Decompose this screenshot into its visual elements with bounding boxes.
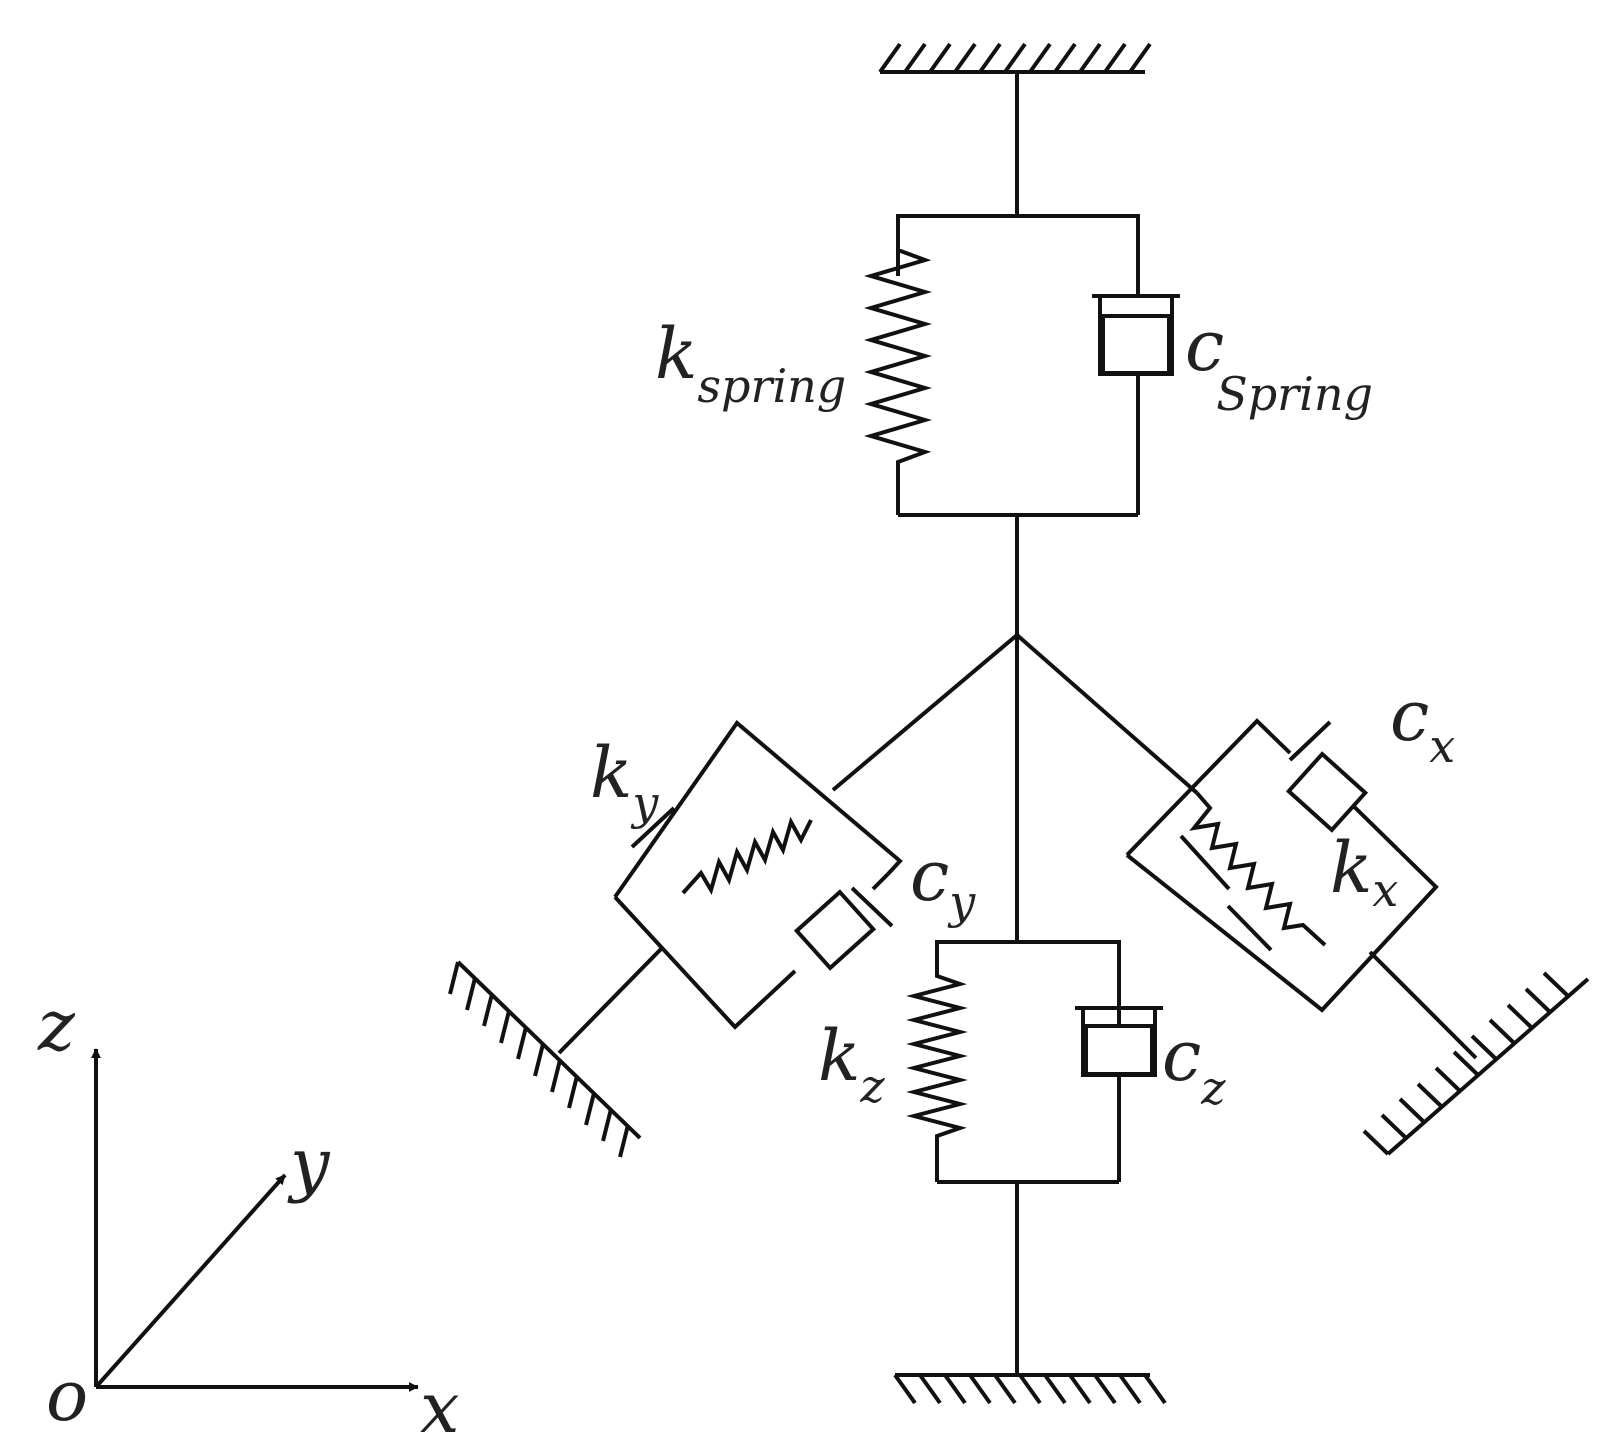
- damper-x: [1285, 720, 1369, 833]
- damper-z: [1075, 1006, 1163, 1182]
- spring-y: [681, 816, 813, 896]
- top-ground: [878, 42, 1152, 74]
- label-c-y: cy: [910, 835, 976, 929]
- label-k-x: kx: [1330, 827, 1398, 917]
- spring-top: [863, 240, 933, 515]
- axis-label-origin: o: [46, 1355, 88, 1437]
- junction-arms: [831, 633, 1199, 942]
- coordinate-axes: [91, 1048, 419, 1392]
- damper-y: [793, 872, 894, 971]
- label-c-z: cz: [1162, 1015, 1226, 1115]
- axis-label-z: z: [37, 985, 76, 1067]
- top-spring-damper-unit: [863, 72, 1180, 635]
- right-ground: [1362, 971, 1590, 1156]
- spring-x: [1189, 791, 1327, 947]
- right-x-unit: [1125, 718, 1478, 1060]
- left-ground: [448, 960, 642, 1158]
- spring-z: [906, 970, 968, 1182]
- label-k-y: ky: [590, 732, 659, 830]
- label-k-spring: kspring: [655, 313, 846, 413]
- damper-top: [1092, 294, 1180, 515]
- axis-label-y: y: [287, 1123, 331, 1205]
- y-axis: [94, 1173, 287, 1389]
- label-k-z: kz: [818, 1015, 885, 1113]
- axis-label-x: x: [420, 1367, 459, 1440]
- left-y-unit: [557, 720, 903, 1055]
- bottom-ground: [893, 1373, 1167, 1405]
- bottom-z-unit: [906, 940, 1163, 1375]
- label-c-x: cx: [1390, 675, 1455, 773]
